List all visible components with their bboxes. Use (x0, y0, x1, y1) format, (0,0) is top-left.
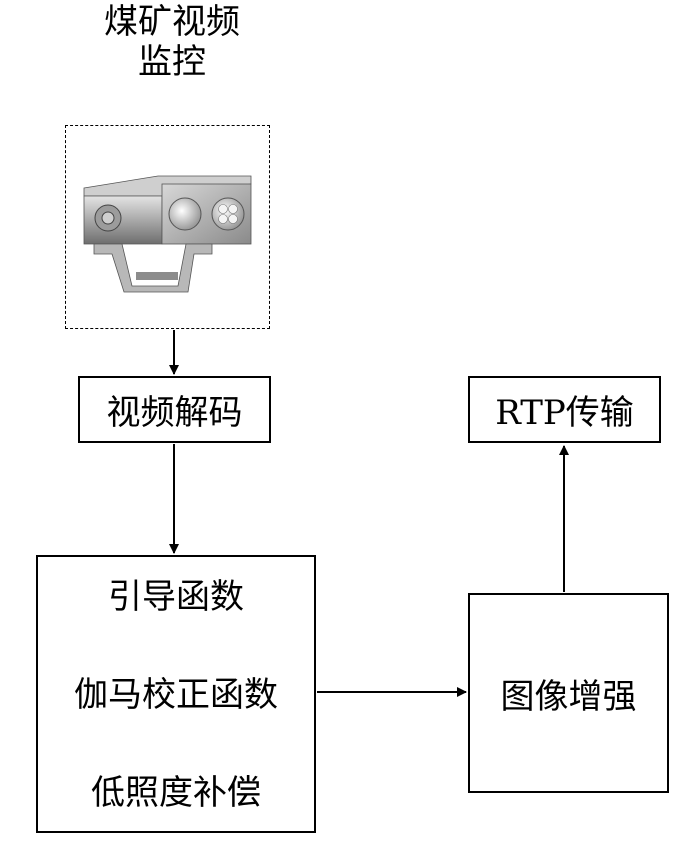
image-enhancement-label: 图像增强 (500, 676, 637, 717)
title-line-1: 煤矿视频 (104, 2, 240, 42)
rtp-transmission-label: RTP传输 (495, 393, 634, 433)
title-line-2: 监控 (138, 42, 206, 82)
mining-camera-icon (83, 175, 252, 293)
camera-image-frame (65, 125, 270, 329)
diagram-title: 煤矿视频 监控 (72, 2, 272, 82)
video-decode-label: 视频解码 (106, 393, 243, 433)
image-enhancement-box: 图像增强 (468, 593, 669, 793)
low-light-compensation-label: 低照度补偿 (91, 773, 261, 813)
video-decode-box: 视频解码 (78, 376, 271, 443)
rtp-transmission-box: RTP传输 (468, 376, 661, 443)
guide-function-label: 引导函数 (108, 577, 244, 617)
enhancement-functions-box: 引导函数 伽马校正函数 低照度补偿 (36, 555, 316, 833)
gamma-correction-label: 伽马校正函数 (74, 675, 278, 715)
